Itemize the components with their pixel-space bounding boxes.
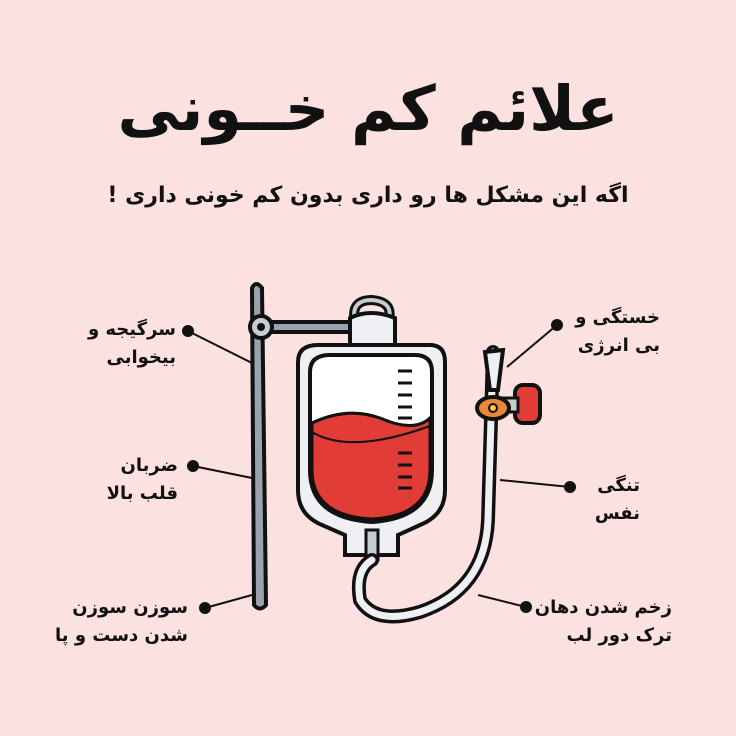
iv-pole [248, 282, 364, 611]
callout-lines [182, 319, 576, 614]
symptom-shortness-of-breath: تنگی نفس [594, 475, 640, 524]
symptom-high-heart-rate: ضربان قلب بالا [106, 455, 178, 504]
iv-tube [351, 345, 542, 624]
subtitle: اگه این مشکل ها رو داری بدون کم خونی دار… [107, 183, 629, 208]
symptom-fatigue: خستگی و بی انرژی [575, 307, 660, 356]
symptom-dizziness-insomnia: سرگیجه و بیخوابی [87, 319, 176, 368]
page-title: علائم کم خــونی [117, 72, 619, 145]
blood-bag [296, 294, 447, 562]
symptom-tingling-hands-feet: سوزن سوزن شدن دست و پا [55, 597, 188, 646]
symptom-mouth-sores: زخم شدن دهان ترک دور لب [534, 597, 672, 646]
